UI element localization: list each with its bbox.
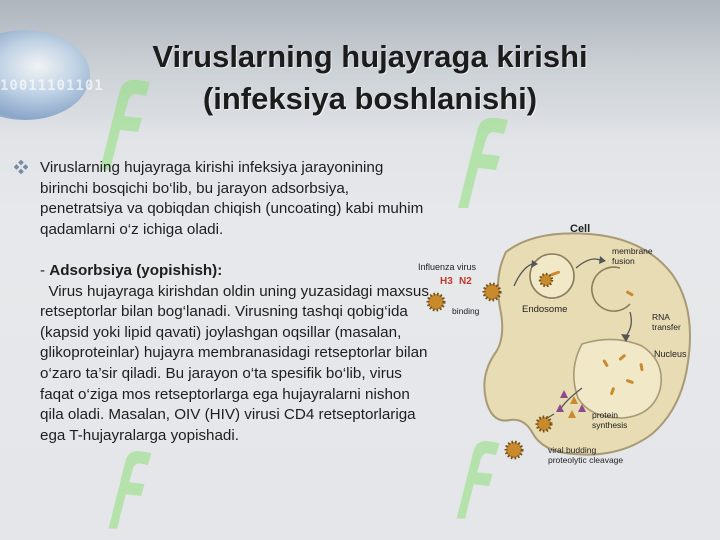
- title-line-2: (infeksiya boshlanishi): [202, 81, 538, 116]
- label-n2: N2: [459, 276, 472, 287]
- section-heading-line: - Adsorbsiya (yopishish):: [40, 261, 435, 282]
- label-transfer: transfer: [652, 322, 681, 332]
- nucleus: [573, 338, 662, 419]
- arrow: [625, 311, 632, 337]
- label-fusion: fusion: [612, 256, 635, 266]
- label-rna: RNA: [652, 312, 670, 322]
- watermark-glyph: [456, 441, 500, 519]
- label-h3: H3: [440, 276, 453, 287]
- fusing-endosome: [591, 266, 631, 312]
- label-membrane: membrane: [612, 246, 653, 256]
- label-synthesis: synthesis: [592, 420, 627, 430]
- slide-title: Viruslarning hujayraga kirishi (infeksiy…: [60, 36, 680, 120]
- label-influenza-virus: Influenza virus: [418, 262, 477, 272]
- paragraph-gap: [40, 240, 435, 261]
- label-protein: protein: [592, 410, 618, 420]
- section-prefix: -: [40, 261, 50, 279]
- virus-in-endosome: [538, 272, 554, 288]
- virus-entry-diagram: Cell Influenza virus H3 N2 binding Endos…: [418, 223, 691, 465]
- protein-triangles: [556, 390, 586, 418]
- label-cell: Cell: [570, 223, 590, 235]
- section-paragraph: Virus hujayraga kirishdan oldin uning yu…: [40, 282, 435, 447]
- binary-decoration: 10011101101: [0, 78, 104, 94]
- label-viral-budding: viral budding: [548, 445, 596, 455]
- arrow-head: [531, 260, 538, 268]
- section-text: Virus hujayraga kirishdan oldin uning yu…: [40, 282, 429, 444]
- title-line-1: Viruslarning hujayraga kirishi: [152, 39, 588, 74]
- body-text: Viruslarning hujayraga kirishi infeksiya…: [40, 158, 435, 446]
- virus-particle: [426, 292, 446, 312]
- watermark-glyph: [108, 451, 152, 529]
- virus-released: [504, 440, 524, 460]
- watermark-logo: [100, 79, 150, 170]
- watermark-glyph: [458, 117, 508, 208]
- arrow-head: [621, 334, 630, 342]
- label-endosome: Endosome: [522, 304, 567, 315]
- watermark-glyph: [100, 79, 150, 170]
- label-binding: binding: [452, 306, 480, 316]
- watermark-logo: [456, 441, 500, 519]
- watermark-logo: [108, 451, 152, 529]
- virus-budding: [535, 415, 553, 433]
- intro-paragraph: Viruslarning hujayraga kirishi infeksiya…: [40, 159, 424, 238]
- section-heading: Adsorbsiya (yopishish):: [49, 261, 223, 279]
- arrow: [513, 263, 533, 287]
- label-nucleus: Nucleus: [654, 349, 687, 359]
- arrow: [575, 258, 601, 269]
- rna-fragments: [550, 270, 644, 396]
- diamond-bullet-icon: [14, 160, 28, 174]
- watermark-logo: [458, 117, 508, 208]
- arrow-head: [599, 256, 606, 264]
- virus-particle-bound: [482, 282, 502, 302]
- label-proteolytic-cleavage: proteolytic cleavage: [548, 455, 623, 465]
